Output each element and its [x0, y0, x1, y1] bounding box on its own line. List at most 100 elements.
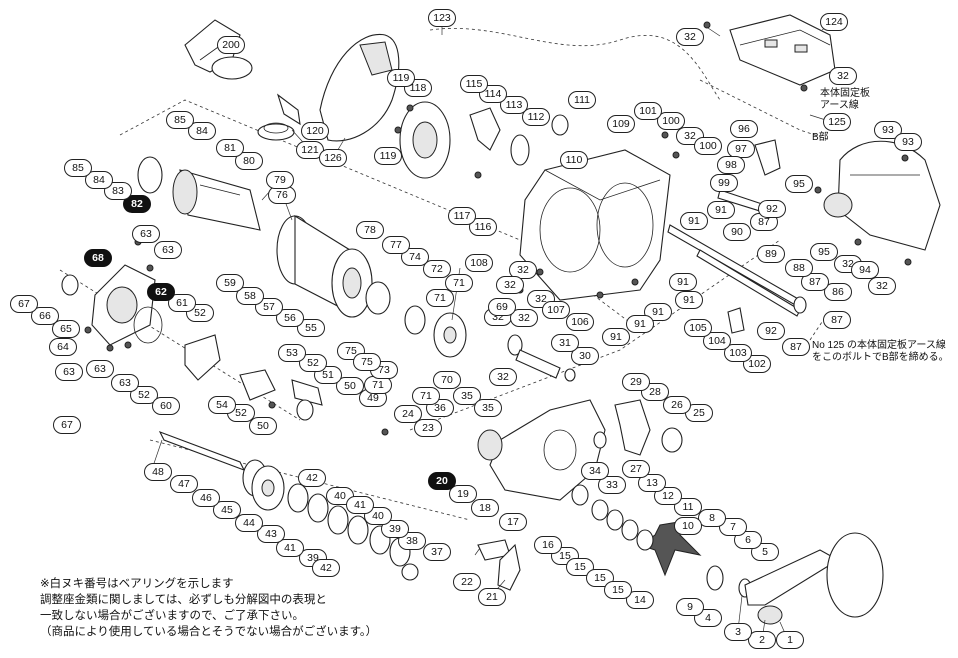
part-callout-87: 87 [801, 273, 829, 291]
part-callout-11: 11 [674, 498, 702, 516]
footnotes: ※白ヌキ番号はベアリングを示します 調整座金類に関しましては、必ずしも分解図中の… [40, 576, 377, 640]
part-callout-108: 108 [465, 254, 493, 272]
part-callout-88: 88 [785, 259, 813, 277]
part-callout-52: 52 [130, 386, 158, 404]
part-callout-107: 107 [542, 301, 570, 319]
part-callout-94: 94 [851, 261, 879, 279]
left-side-plate-118 [399, 101, 451, 179]
part-callout-47: 47 [170, 475, 198, 493]
pinion-shaft [507, 334, 576, 382]
part-callout-93: 93 [894, 133, 922, 151]
part-callout-95: 95 [785, 175, 813, 193]
cam-levers [477, 539, 521, 591]
part-callout-112: 112 [522, 108, 550, 126]
part-callout-8: 8 [698, 509, 726, 527]
part-callout-91: 91 [707, 201, 735, 219]
part-callout-102: 102 [743, 355, 771, 373]
part-callout-63: 63 [55, 363, 83, 381]
part-callout-6: 6 [734, 531, 762, 549]
part-callout-32: 32 [509, 261, 537, 279]
part-callout-119: 119 [387, 69, 415, 87]
part-callout-116: 116 [469, 218, 497, 236]
part-callout-106: 106 [566, 313, 594, 331]
note-line: No 125 の本体固定板アース線 [812, 340, 946, 351]
motor-unit [137, 156, 261, 231]
part-callout-100: 100 [694, 137, 722, 155]
cover-bag-200 [184, 19, 253, 80]
part-callout-32: 32 [868, 277, 896, 295]
part-callout-71: 71 [426, 289, 454, 307]
part-callout-121: 121 [296, 141, 324, 159]
part-callout-67: 67 [53, 416, 81, 434]
part-callout-10: 10 [674, 517, 702, 535]
part-callout-42: 42 [298, 469, 326, 487]
part-callout-117: 117 [448, 207, 476, 225]
part-callout-50: 50 [249, 417, 277, 435]
part-callout-32: 32 [496, 276, 524, 294]
note-line: をこのボルトでB部を締める。 [812, 352, 949, 363]
part-callout-38: 38 [398, 532, 426, 550]
note-b-section: B部 [812, 132, 829, 143]
main-shaft-47 [158, 430, 285, 511]
part-callout-100: 100 [657, 112, 685, 130]
level-wind-parts [667, 139, 807, 334]
part-callout-29: 29 [622, 373, 650, 391]
part-callout-79: 79 [266, 171, 294, 189]
drag-plate [469, 107, 569, 166]
part-callout-71: 71 [445, 274, 473, 292]
part-callout-98: 98 [717, 156, 745, 174]
part-callout-35: 35 [474, 399, 502, 417]
part-callout-3: 3 [724, 623, 752, 641]
part-callout-67: 67 [10, 295, 38, 313]
part-callout-92: 92 [757, 322, 785, 340]
cord-120 [257, 93, 301, 141]
part-callout-125: 125 [823, 113, 851, 131]
part-callout-30: 30 [571, 347, 599, 365]
part-callout-87: 87 [782, 338, 810, 356]
part-callout-32: 32 [489, 368, 517, 386]
footnote-washer-1: 調整座金類に関しましては、必ずしも分解図中の表現と [40, 594, 327, 606]
part-callout-85: 85 [64, 159, 92, 177]
part-callout-80: 80 [235, 152, 263, 170]
part-callout-37: 37 [423, 543, 451, 561]
part-callout-48: 48 [144, 463, 172, 481]
part-callout-70: 70 [433, 371, 461, 389]
part-callout-20: 20 [428, 472, 456, 490]
footnote-washer-2: 一致しない場合がございますので、ご了承下さい。 [40, 610, 305, 622]
note-line: 本体固定板 [820, 88, 870, 99]
part-callout-91: 91 [602, 328, 630, 346]
part-callout-14: 14 [626, 591, 654, 609]
part-callout-82: 82 [123, 195, 151, 213]
part-callout-56: 56 [276, 309, 304, 327]
part-callout-111: 111 [568, 91, 596, 109]
part-callout-71: 71 [412, 387, 440, 405]
part-callout-46: 46 [192, 489, 220, 507]
part-callout-18: 18 [471, 499, 499, 517]
part-callout-41: 41 [346, 496, 374, 514]
part-callout-69: 69 [488, 298, 516, 316]
part-callout-13: 13 [638, 474, 666, 492]
part-callout-99: 99 [710, 174, 738, 192]
part-callout-53: 53 [278, 344, 306, 362]
part-callout-84: 84 [85, 171, 113, 189]
part-callout-32: 32 [510, 309, 538, 327]
part-callout-86: 86 [824, 283, 852, 301]
part-callout-91: 91 [680, 212, 708, 230]
clutch-parts [184, 334, 323, 421]
part-callout-63: 63 [86, 360, 114, 378]
part-callout-33: 33 [598, 476, 626, 494]
part-callout-92: 92 [758, 200, 786, 218]
part-callout-32: 32 [676, 28, 704, 46]
gear-side-plate [477, 399, 606, 501]
washer-stack [287, 483, 419, 581]
part-callout-95: 95 [810, 243, 838, 261]
part-callout-84: 84 [188, 122, 216, 140]
part-callout-42: 42 [312, 559, 340, 577]
spool-76 [276, 215, 373, 318]
handle-assembly [706, 532, 884, 625]
part-callout-21: 21 [478, 588, 506, 606]
part-callout-62: 62 [147, 283, 175, 301]
part-callout-89: 89 [757, 245, 785, 263]
part-callout-109: 109 [607, 115, 635, 133]
